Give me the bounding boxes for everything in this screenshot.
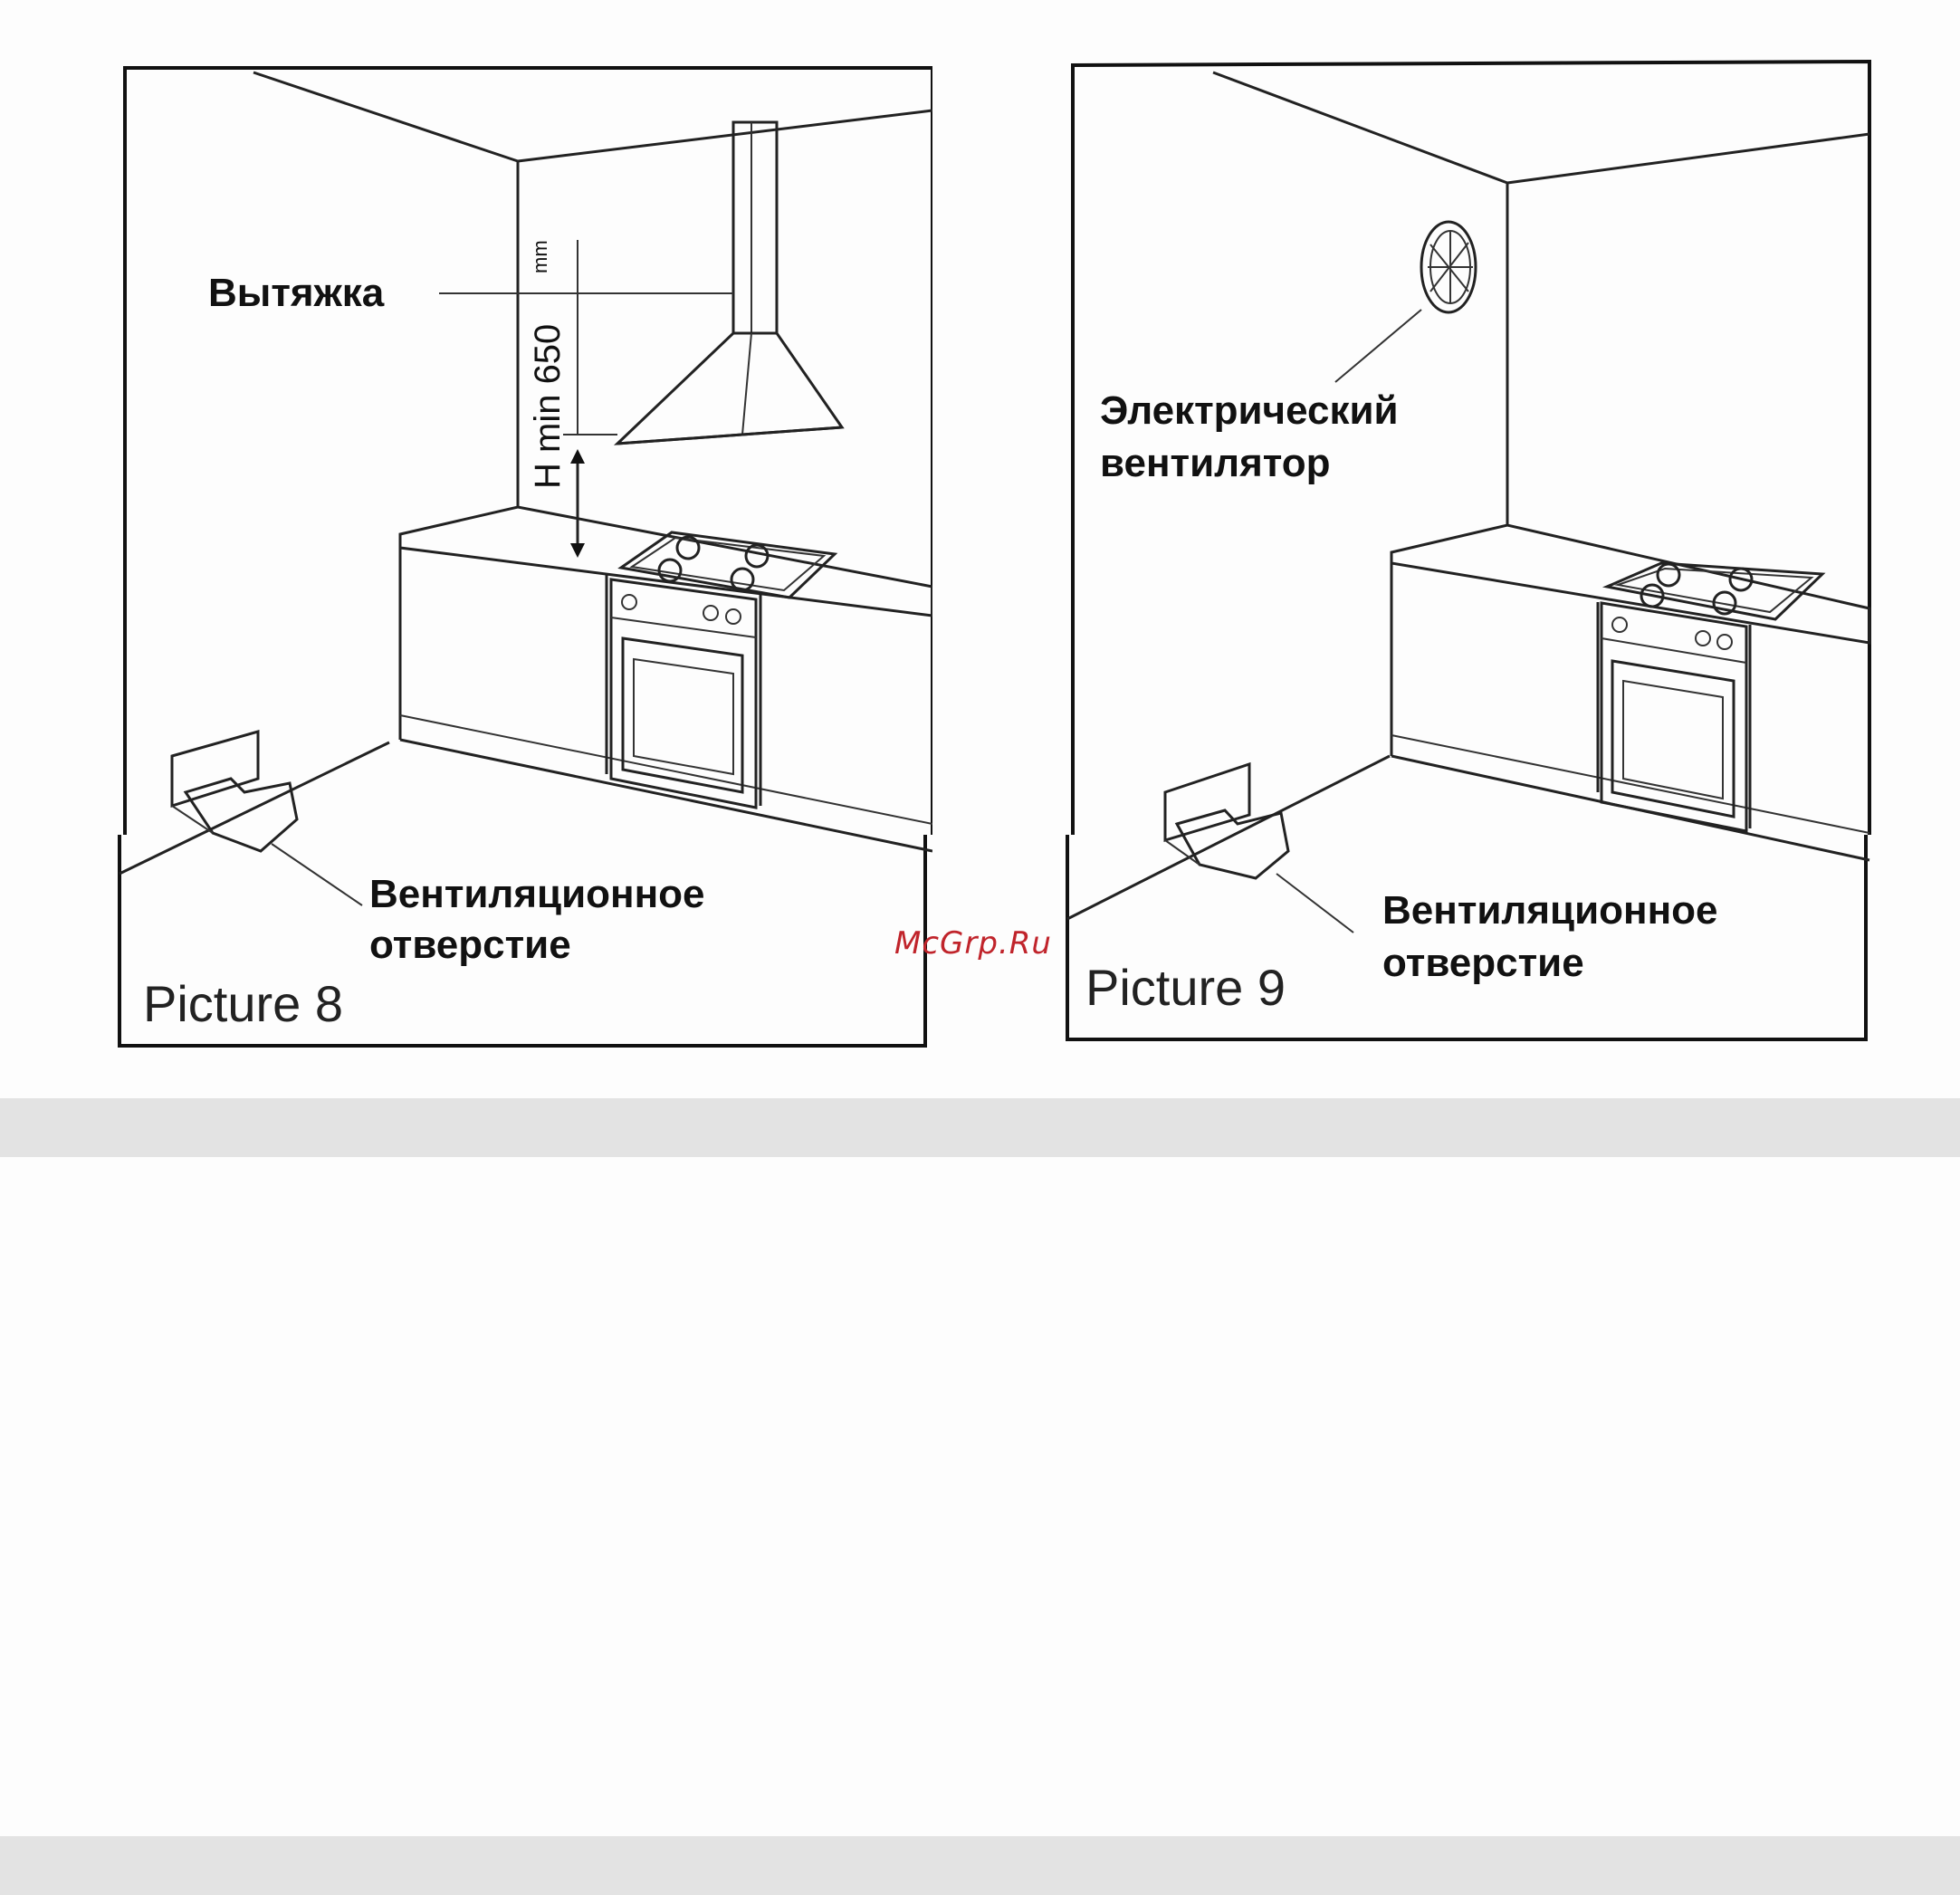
picture-9-caption: Picture 9 xyxy=(1085,959,1286,1016)
oven-icon xyxy=(1601,603,1746,831)
picture-8-caption: Picture 8 xyxy=(143,975,343,1032)
vent-leader-line xyxy=(1276,874,1353,933)
ceiling-line-left xyxy=(1213,72,1507,183)
dimension-unit: mm xyxy=(529,240,551,273)
countertop xyxy=(1391,525,1869,643)
cabinet-base xyxy=(400,740,932,851)
fan-label-line1: Электрический xyxy=(1100,388,1399,433)
plinth-line xyxy=(1391,735,1869,833)
dimension-arrowhead-top xyxy=(570,449,585,464)
vent-arrow-icon xyxy=(172,732,297,851)
vent-leader-line xyxy=(272,844,362,905)
electric-fan-icon xyxy=(1421,222,1476,312)
ceiling-line-left xyxy=(253,72,518,161)
floor-line-left xyxy=(1067,756,1390,919)
range-hood-icon xyxy=(617,122,842,444)
dimension-text-group: H min 650 mm xyxy=(528,240,568,489)
plinth-line xyxy=(400,715,932,824)
picture-9-drawing: Электрический вентилятор xyxy=(1064,54,1879,1050)
picture-9-figure: Электрический вентилятор xyxy=(1064,54,1879,1050)
fan-label-line2: вентилятор xyxy=(1100,441,1330,485)
vent-label-line1: Вентиляционное xyxy=(1382,888,1718,933)
watermark: McGrp.Ru xyxy=(894,925,1052,962)
gray-band-bottom xyxy=(0,1836,1960,1895)
gas-hob-icon xyxy=(621,532,835,598)
floor-line-left xyxy=(120,742,389,874)
dimension-arrowhead-bottom xyxy=(570,543,585,558)
fan-leader-line xyxy=(1335,310,1421,382)
vent-label-line2: отверстие xyxy=(1382,941,1584,985)
ceiling-line-right xyxy=(1507,134,1869,183)
vent-label-line2: отверстие xyxy=(369,923,571,967)
picture-8-figure: Вытяжка H min 650 mm xyxy=(118,54,932,1050)
gray-band-top xyxy=(0,1098,1960,1157)
dimension-label: H min 650 xyxy=(528,324,568,489)
picture-8-drawing: Вытяжка H min 650 mm xyxy=(118,54,932,1050)
vent-label-line1: Вентиляционное xyxy=(369,872,705,916)
ceiling-line-right xyxy=(518,110,932,161)
hood-label: Вытяжка xyxy=(208,271,385,315)
